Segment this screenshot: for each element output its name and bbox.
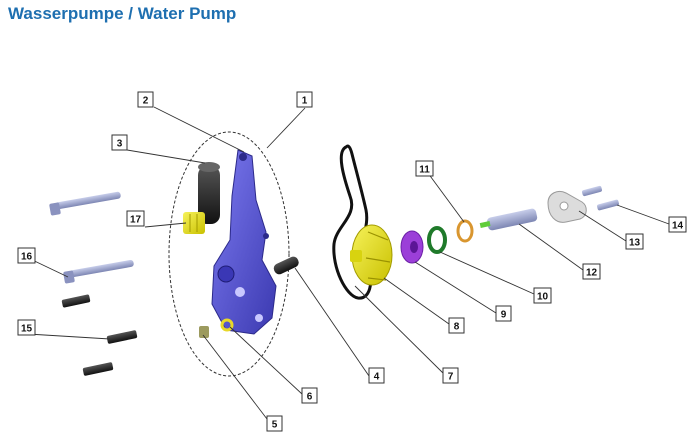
callout-label: 14 (672, 221, 684, 232)
leader-lines (23, 106, 670, 420)
callout-label: 7 (448, 372, 454, 383)
callout-label: 16 (21, 252, 33, 263)
callout-5: 5 (266, 415, 283, 432)
callout-9: 9 (495, 305, 512, 322)
nipple-icon (273, 256, 299, 275)
callout-label: 10 (537, 292, 549, 303)
callout-10: 10 (533, 287, 552, 304)
shaft-icon (479, 208, 538, 231)
callout-6: 6 (301, 387, 318, 404)
short-bolt-icon (106, 330, 138, 344)
callout-14: 14 (668, 216, 687, 233)
callout-15: 15 (17, 319, 36, 336)
callout-label: 12 (586, 268, 598, 279)
callout-label: 13 (629, 238, 641, 249)
callout-label: 11 (419, 165, 430, 176)
callout-label: 8 (454, 322, 460, 333)
callout-3: 3 (111, 134, 128, 151)
callout-4: 4 (368, 367, 385, 384)
callout-label: 17 (130, 215, 142, 226)
callout-11: 11 (415, 160, 434, 177)
washer-icon (456, 219, 474, 243)
plug-icon (199, 326, 209, 338)
callout-12: 12 (582, 263, 601, 280)
short-bolt-icon (82, 362, 114, 376)
callout-label: 6 (307, 392, 313, 403)
callout-label: 1 (302, 96, 308, 107)
callout-17: 17 (126, 210, 145, 227)
page-title: Wasserpumpe / Water Pump (8, 4, 237, 23)
callout-2: 2 (137, 91, 154, 108)
callout-label: 9 (501, 310, 507, 321)
callout-8: 8 (448, 317, 465, 334)
small-bolt-icon (597, 199, 619, 211)
callout-13: 13 (625, 233, 644, 250)
impeller-icon (350, 224, 393, 286)
small-bolt-icon (582, 185, 602, 197)
callout-label: 5 (272, 420, 278, 431)
callout-label: 15 (21, 324, 33, 335)
long-bolt-icon (49, 191, 121, 216)
callout-16: 16 (17, 247, 36, 264)
bushing-icon (183, 212, 205, 234)
callout-1: 1 (296, 91, 313, 108)
callout-7: 7 (442, 367, 459, 384)
short-bolt-icon (61, 294, 91, 308)
housing-group-outline (168, 131, 290, 377)
gasket-icon (332, 144, 373, 300)
callout-label: 4 (374, 372, 380, 383)
small-oring-icon (220, 318, 234, 332)
oring-icon (427, 226, 447, 254)
sleeve-icon (198, 162, 220, 224)
callout-label: 2 (143, 96, 149, 107)
callout-label: 3 (117, 139, 123, 150)
pump-housing-icon (211, 149, 277, 335)
seal-icon (400, 230, 424, 264)
flange-icon (547, 190, 587, 223)
long-bolt-icon (63, 259, 134, 284)
